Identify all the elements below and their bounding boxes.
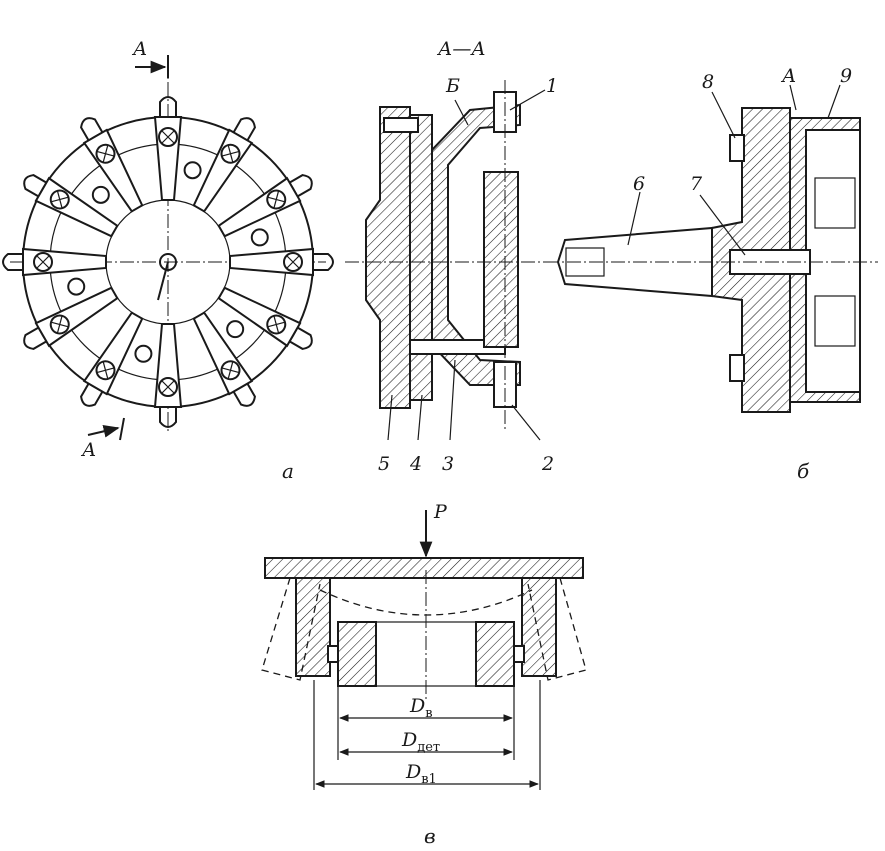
- panel-b-caption: б: [797, 459, 810, 483]
- guide-stud: [134, 344, 153, 363]
- jaw: [153, 323, 183, 428]
- deformed-right-wall: [527, 577, 587, 681]
- workpiece-right: [475, 621, 515, 687]
- deformed-left-wall: [261, 577, 321, 681]
- right-wall: [521, 577, 557, 677]
- leader-8: [711, 91, 736, 139]
- section-arrow-bottom: [87, 425, 120, 438]
- surface-label-a: А: [780, 65, 796, 87]
- leader-2: [511, 404, 541, 441]
- jaw-right: [513, 645, 525, 663]
- dim-label-2: Dдет: [401, 729, 440, 755]
- section-label-top: А: [131, 38, 147, 60]
- callout-1: 1: [546, 75, 558, 97]
- callout-3: 3: [442, 453, 454, 475]
- leader-9: [827, 84, 841, 119]
- leader-7: [699, 194, 746, 256]
- top-plate: [264, 557, 584, 579]
- bolt-8-top: [729, 134, 745, 162]
- leader-3: [449, 359, 456, 441]
- jaw: [153, 96, 183, 201]
- jaw: [23, 174, 119, 238]
- guide-stud: [67, 277, 86, 296]
- guide-studs: [67, 161, 269, 363]
- callout-8: 8: [702, 71, 714, 93]
- pocket-top: [814, 177, 856, 229]
- leader-4: [417, 394, 423, 441]
- bolt-8-bottom: [729, 354, 745, 382]
- jaw: [23, 286, 119, 350]
- jaw: [192, 311, 256, 407]
- leader-surface-b: [454, 99, 469, 126]
- panel-v-caption: в: [424, 824, 436, 848]
- jaw: [217, 174, 313, 238]
- clamping-jaws: [2, 96, 334, 428]
- callout-7: 7: [690, 173, 703, 195]
- section-line-lower: [157, 261, 169, 301]
- section-label-bottom: А: [80, 439, 96, 461]
- leader-6: [627, 191, 641, 246]
- jaw: [192, 117, 256, 213]
- workpiece-left: [337, 621, 377, 687]
- guide-stud: [91, 185, 110, 204]
- disc-4: [409, 114, 433, 401]
- dim-label-1: Dв: [409, 695, 433, 721]
- guide-stud: [183, 161, 202, 180]
- callout-9: 9: [840, 65, 852, 87]
- leader-5: [387, 394, 393, 441]
- surface-label-b: Б: [445, 75, 460, 97]
- jaw: [229, 247, 334, 277]
- callout-2: 2: [541, 453, 554, 475]
- workpiece-ring: [483, 171, 519, 348]
- jaw: [80, 117, 144, 213]
- leader-surface-a: [789, 84, 797, 111]
- center-hole: [159, 253, 177, 271]
- jaw: [217, 286, 313, 350]
- panel-a-section-view: А—А 1 Б 5 4 3 2: [345, 38, 558, 475]
- dim-label-3: Dв1: [405, 761, 437, 787]
- jaw-left: [327, 645, 339, 663]
- body-b: [431, 103, 521, 386]
- top-screw: [383, 117, 419, 133]
- shank-thread: [565, 247, 605, 277]
- panel-a-front-view: А А а: [2, 38, 334, 483]
- guide-stud: [250, 228, 269, 247]
- jaw: [80, 311, 144, 407]
- panel-v-view: P Dв Dдет Dв1 в: [261, 501, 587, 848]
- panel-b-view: 6 7 8 А 9 б: [545, 65, 878, 483]
- callout-5: 5: [378, 453, 390, 475]
- force-label: P: [433, 501, 448, 523]
- section-cut-mark-bottom: [119, 417, 125, 441]
- panel-a-caption: а: [282, 459, 294, 483]
- callout-6: 6: [633, 173, 645, 195]
- clamp-body: [805, 129, 861, 393]
- leader-1: [509, 89, 546, 111]
- jaw: [2, 247, 107, 277]
- guide-stud: [226, 320, 245, 339]
- base-plate-5: [365, 106, 411, 409]
- section-title: А—А: [436, 38, 486, 60]
- pocket-bottom: [814, 295, 856, 347]
- left-wall: [295, 577, 331, 677]
- callout-4: 4: [409, 453, 422, 475]
